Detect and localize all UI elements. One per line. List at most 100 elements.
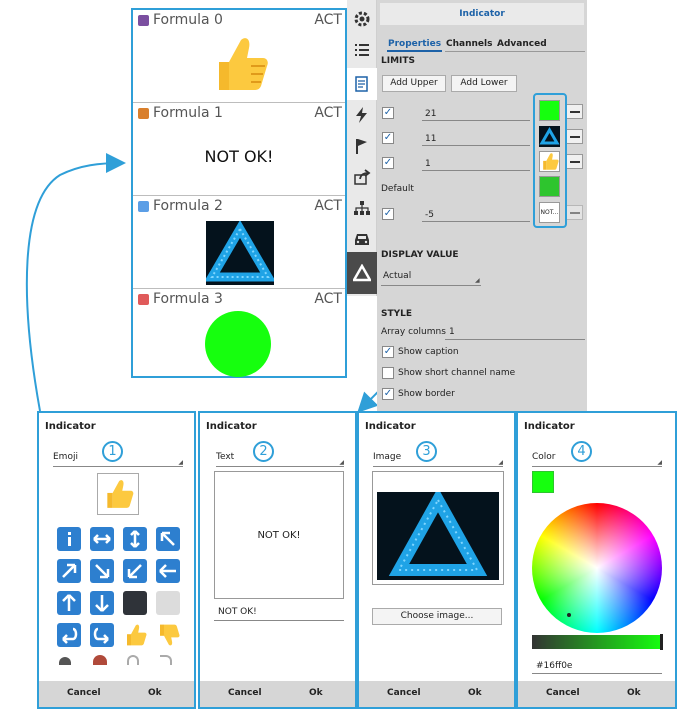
type-select[interactable]: Color bbox=[532, 452, 662, 467]
formula-color-square bbox=[138, 201, 149, 212]
formula-color-square bbox=[138, 108, 149, 119]
dialog-footer: Cancel Ok bbox=[359, 681, 514, 707]
limit-checkbox[interactable]: ✓ bbox=[382, 132, 394, 144]
vehicle-button[interactable] bbox=[347, 224, 377, 254]
settings-button[interactable] bbox=[347, 4, 377, 34]
ok-button[interactable]: Ok bbox=[468, 688, 482, 698]
return-left-icon bbox=[62, 627, 78, 644]
remove-limit-button[interactable] bbox=[566, 205, 583, 220]
down-right-arrow-emoji-button[interactable] bbox=[90, 559, 114, 583]
type-select[interactable]: Image bbox=[373, 452, 503, 467]
remove-limit-button[interactable] bbox=[566, 154, 583, 169]
limit-checkbox[interactable]: ✓ bbox=[382, 208, 394, 220]
hex-input[interactable]: #16ff0e bbox=[536, 661, 573, 671]
brightness-slider[interactable] bbox=[532, 635, 662, 649]
tab-properties[interactable]: Properties bbox=[388, 39, 442, 49]
ok-button[interactable]: Ok bbox=[627, 688, 641, 698]
action-button[interactable] bbox=[347, 100, 377, 130]
formula-item-2[interactable]: Formula 2 ACT bbox=[133, 196, 345, 289]
cancel-button[interactable]: Cancel bbox=[67, 688, 101, 698]
down-left-arrow-emoji-button[interactable] bbox=[123, 559, 147, 583]
dialog-title: Indicator bbox=[524, 421, 575, 432]
formula-item-0[interactable]: Formula 0 ACT bbox=[133, 10, 345, 103]
limit-value[interactable]: 21 bbox=[425, 109, 437, 119]
cancel-button[interactable]: Cancel bbox=[387, 688, 421, 698]
black-square-emoji-button[interactable] bbox=[123, 591, 147, 615]
limit-thumb-swatch[interactable] bbox=[539, 151, 560, 172]
info-icon bbox=[68, 532, 71, 546]
down-left-arrow-icon bbox=[127, 564, 142, 579]
text-preview-box: NOT OK! bbox=[214, 471, 344, 599]
up-arrow-emoji-button[interactable] bbox=[57, 591, 81, 615]
up-down-arrow-emoji-button[interactable] bbox=[123, 527, 147, 551]
tab-advanced[interactable]: Advanced bbox=[497, 39, 547, 49]
up-right-arrow-emoji-button[interactable] bbox=[57, 559, 81, 583]
ok-button[interactable]: Ok bbox=[148, 688, 162, 698]
color-wheel[interactable] bbox=[532, 503, 662, 633]
limit-underline bbox=[422, 145, 530, 146]
return-right-emoji-button[interactable] bbox=[90, 623, 114, 647]
hierarchy-button[interactable] bbox=[347, 193, 377, 223]
default-label: Default bbox=[381, 184, 414, 194]
show-caption-label: Show caption bbox=[398, 347, 459, 357]
left-right-arrow-emoji-button[interactable] bbox=[90, 527, 114, 551]
limit-image-swatch[interactable] bbox=[539, 126, 560, 147]
add-upper-button[interactable]: Add Upper bbox=[382, 75, 446, 92]
color-picker-cursor[interactable] bbox=[567, 613, 571, 617]
limit-text-swatch[interactable]: NOT... bbox=[539, 202, 560, 223]
tab-divider bbox=[445, 51, 585, 52]
info-emoji-button[interactable] bbox=[57, 527, 81, 551]
add-lower-button[interactable]: Add Lower bbox=[451, 75, 517, 92]
export-button[interactable] bbox=[347, 162, 377, 192]
up-left-arrow-icon bbox=[160, 531, 175, 546]
formula-item-1[interactable]: Formula 1 ACT NOT OK! bbox=[133, 103, 345, 196]
tab-channels[interactable]: Channels bbox=[446, 39, 493, 49]
limit-value[interactable]: 1 bbox=[425, 159, 431, 169]
left-arrow-emoji-button[interactable] bbox=[156, 559, 180, 583]
flag-button[interactable] bbox=[347, 131, 377, 161]
cancel-button[interactable]: Cancel bbox=[228, 688, 262, 698]
return-left-emoji-button[interactable] bbox=[57, 623, 81, 647]
choose-image-button[interactable]: Choose image... bbox=[372, 608, 502, 625]
slider-handle[interactable] bbox=[660, 634, 663, 650]
white-square-emoji-button[interactable] bbox=[156, 591, 180, 615]
limit-underline bbox=[422, 221, 530, 222]
display-value-select[interactable]: Actual bbox=[383, 271, 412, 281]
limit-checkbox[interactable]: ✓ bbox=[382, 107, 394, 119]
remove-limit-button[interactable] bbox=[566, 129, 583, 144]
left-arrow-icon bbox=[159, 564, 176, 578]
show-border-checkbox[interactable]: ✓ bbox=[382, 388, 394, 400]
type-select[interactable]: Emoji bbox=[53, 452, 183, 467]
ok-button[interactable]: Ok bbox=[309, 688, 323, 698]
limit-value[interactable]: -5 bbox=[425, 210, 434, 220]
list-button[interactable] bbox=[347, 35, 377, 65]
show-caption-checkbox[interactable]: ✓ bbox=[382, 346, 394, 358]
limit-checkbox[interactable]: ✓ bbox=[382, 157, 394, 169]
text-input[interactable]: NOT OK! bbox=[218, 607, 257, 617]
default-color-swatch[interactable] bbox=[539, 176, 560, 197]
limits-heading: LIMITS bbox=[381, 56, 416, 66]
car-icon bbox=[355, 234, 369, 245]
array-columns-input[interactable]: 1 bbox=[449, 327, 455, 337]
up-left-arrow-emoji-button[interactable] bbox=[156, 527, 180, 551]
thumbs-down-icon[interactable] bbox=[156, 623, 180, 647]
indicator-button[interactable] bbox=[347, 252, 377, 294]
type-select[interactable]: Text bbox=[216, 452, 344, 467]
array-columns-label: Array columns bbox=[381, 327, 446, 337]
show-short-name-checkbox[interactable] bbox=[382, 367, 394, 379]
partial-emoji bbox=[160, 655, 172, 665]
down-arrow-emoji-button[interactable] bbox=[90, 591, 114, 615]
limit-value[interactable]: 11 bbox=[425, 134, 437, 144]
formula-status: ACT bbox=[314, 198, 342, 214]
thumbs-up-icon[interactable] bbox=[123, 623, 147, 647]
image-dialog: Indicator 3 Image Choose image... Cancel… bbox=[357, 411, 516, 709]
cancel-button[interactable]: Cancel bbox=[546, 688, 580, 698]
formula-button[interactable] bbox=[347, 68, 377, 100]
formula-item-3[interactable]: Formula 3 ACT bbox=[133, 289, 345, 382]
selected-emoji-preview[interactable] bbox=[97, 473, 139, 515]
remove-limit-button[interactable] bbox=[566, 104, 583, 119]
input-underline bbox=[445, 339, 585, 340]
lightning-icon bbox=[356, 107, 367, 123]
limit-color-swatch[interactable] bbox=[539, 100, 560, 121]
partial-emoji bbox=[127, 655, 139, 665]
